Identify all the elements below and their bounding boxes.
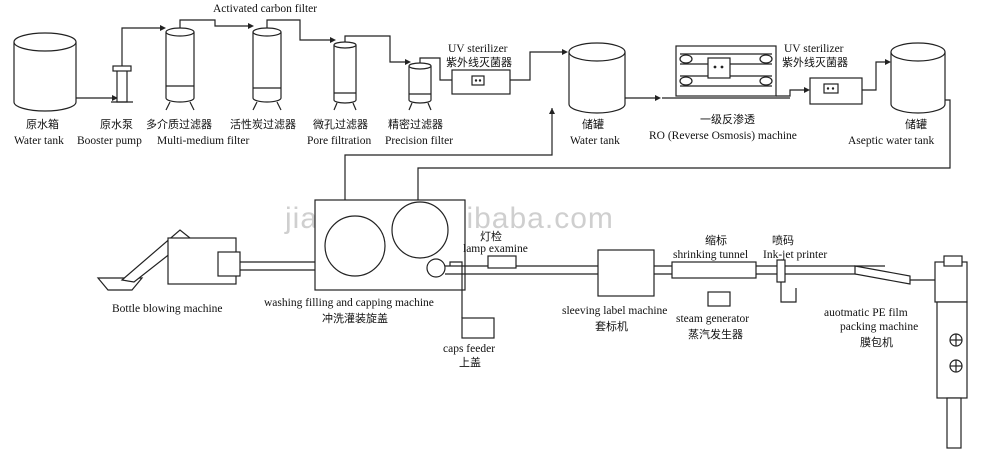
pipe-ro-to-uv2 bbox=[776, 89, 804, 97]
arrow-head bbox=[549, 108, 555, 114]
aseptic-label-cn: 储罐 bbox=[905, 117, 927, 131]
uv-sterilizer-1 bbox=[451, 69, 511, 95]
uv2-label-cn: 紫外线灭菌器 bbox=[782, 55, 848, 69]
washing-label-en: washing filling and capping machine bbox=[264, 297, 434, 309]
arrow-head bbox=[562, 49, 568, 55]
washing-filling-capping-machine bbox=[314, 199, 466, 291]
arrow-head bbox=[804, 87, 810, 93]
multi-label-cn: 多介质过滤器 bbox=[146, 117, 212, 131]
pe-label-cn: 膜包机 bbox=[860, 335, 893, 349]
blowing-label-en: Bottle blowing machine bbox=[112, 303, 223, 315]
arrow-head bbox=[112, 95, 118, 101]
arrow-head bbox=[248, 23, 254, 29]
ro-machine bbox=[662, 45, 790, 99]
uv1-label-cn: 紫外线灭菌器 bbox=[446, 55, 512, 69]
steam-generator bbox=[707, 291, 731, 307]
multi-label-en: Multi-medium filter bbox=[157, 135, 249, 147]
arrow-head bbox=[885, 59, 891, 65]
lamp-label-cn: 灯检 bbox=[480, 229, 502, 243]
steam-label-cn: 蒸汽发生器 bbox=[688, 327, 743, 341]
carbon-label-top: Activated carbon filter bbox=[213, 3, 317, 15]
raw-water-tank bbox=[13, 32, 77, 112]
storage-water-tank bbox=[568, 42, 626, 114]
shrink-label-cn: 缩标 bbox=[705, 233, 727, 247]
steam-label-en: steam generator bbox=[676, 313, 749, 325]
arrow-head bbox=[405, 59, 411, 65]
precision-filter bbox=[408, 62, 432, 111]
pipe-pump-to-multi bbox=[121, 27, 160, 66]
precision-label-en: Precision filter bbox=[385, 135, 453, 147]
arrow-head bbox=[160, 25, 166, 31]
aseptic-water-tank bbox=[890, 42, 946, 114]
ro-label-cn: 一级反渗透 bbox=[700, 112, 755, 126]
pore-label-en: Pore filtration bbox=[307, 135, 371, 147]
caps-chute bbox=[449, 261, 463, 318]
storage-label-en: Water tank bbox=[570, 135, 620, 147]
bottle-blowing-machine bbox=[96, 229, 241, 291]
inkjet-label-en: Ink-jet printer bbox=[763, 249, 827, 261]
storage-label-cn: 储罐 bbox=[582, 117, 604, 131]
inkjet-label-cn: 喷码 bbox=[772, 234, 794, 247]
multi-medium-filter bbox=[165, 27, 195, 111]
pe-label-en-1: auotmatic PE film bbox=[824, 307, 908, 319]
activated-carbon-filter bbox=[252, 27, 282, 111]
pipe-multi-to-carbon bbox=[179, 19, 248, 28]
sleeving-label-cn: 套标机 bbox=[595, 319, 628, 333]
pe-label-en-2: packing machine bbox=[840, 321, 918, 333]
washing-label-cn: 冲洗灌装旋盖 bbox=[322, 311, 388, 325]
sleeving-label-machine bbox=[597, 249, 655, 297]
booster-pump bbox=[111, 65, 133, 103]
aseptic-label-en: Aseptic water tank bbox=[848, 135, 934, 147]
pore-label-cn: 微孔过滤器 bbox=[313, 117, 368, 131]
pore-filter bbox=[333, 41, 357, 111]
caps-label-en: caps feeder bbox=[443, 343, 495, 355]
pe-film-packing-machine bbox=[854, 255, 968, 449]
inkjet-printer bbox=[776, 259, 797, 303]
pipe-uv-to-storage bbox=[510, 51, 562, 81]
uv1-label-en: UV sterilizer bbox=[448, 43, 508, 55]
arrow-head bbox=[655, 95, 661, 101]
booster-label-en: Booster pump bbox=[77, 135, 142, 147]
sleeving-label-en: sleeving label machine bbox=[562, 305, 667, 317]
raw-tank-label-cn: 原水箱 bbox=[26, 117, 59, 131]
uv2-label-en: UV sterilizer bbox=[784, 43, 844, 55]
ro-label-en: RO (Reverse Osmosis) machine bbox=[649, 130, 797, 142]
pipe-aseptic-to-washing bbox=[417, 99, 951, 200]
lamp-label-en: lamp examine bbox=[463, 243, 528, 255]
shrinking-tunnel bbox=[671, 261, 757, 279]
pipe-pore-to-precision bbox=[344, 35, 405, 63]
carbon-label-cn: 活性炭过滤器 bbox=[230, 117, 296, 131]
pipe-carbon-to-pore bbox=[266, 19, 330, 41]
pipe-precision-to-uv bbox=[419, 57, 452, 81]
precision-label-cn: 精密过滤器 bbox=[388, 117, 443, 131]
raw-tank-label-en: Water tank bbox=[14, 135, 64, 147]
caps-feeder bbox=[461, 317, 495, 339]
shrink-label-en: shrinking tunnel bbox=[673, 249, 748, 261]
booster-label-cn: 原水泵 bbox=[100, 118, 133, 131]
uv-sterilizer-2 bbox=[809, 77, 863, 105]
pipe-storage-to-washing bbox=[344, 108, 553, 200]
caps-label-cn: 上盖 bbox=[459, 355, 481, 369]
pipe-uv2-to-aseptic bbox=[862, 61, 885, 91]
arrow-head bbox=[330, 37, 336, 43]
lamp-examine bbox=[487, 255, 517, 269]
